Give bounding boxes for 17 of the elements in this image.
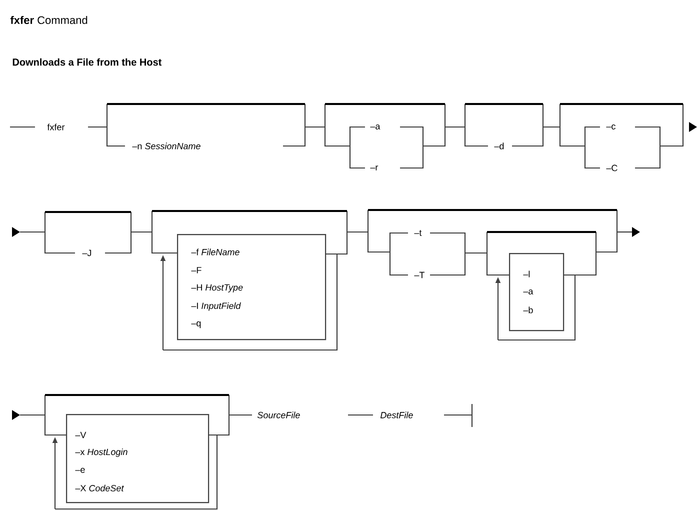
command-name: fxfer <box>45 122 67 132</box>
option-label: –r <box>368 164 380 172</box>
option-label: –n SessionName <box>130 142 203 150</box>
argument-label: SourceFile <box>255 410 302 420</box>
argument-label: DestFile <box>378 410 416 420</box>
option-label: –T <box>412 270 427 280</box>
option-label: –J <box>80 248 94 258</box>
option-box: –V –x HostLogin –e –X CodeSet <box>66 414 210 504</box>
option-label: –c <box>604 124 618 130</box>
heading: Downloads a File from the Host <box>10 57 164 67</box>
option-label: –t <box>412 229 424 237</box>
option-label: –d <box>492 142 506 150</box>
option-label: –a <box>368 124 382 130</box>
option-box: –l –a –b <box>509 253 564 332</box>
option-label: –C <box>604 164 620 172</box>
title: fxfer Command <box>10 16 88 24</box>
option-box: –f FileName –F –H HostType –I InputField –q <box>177 234 326 340</box>
